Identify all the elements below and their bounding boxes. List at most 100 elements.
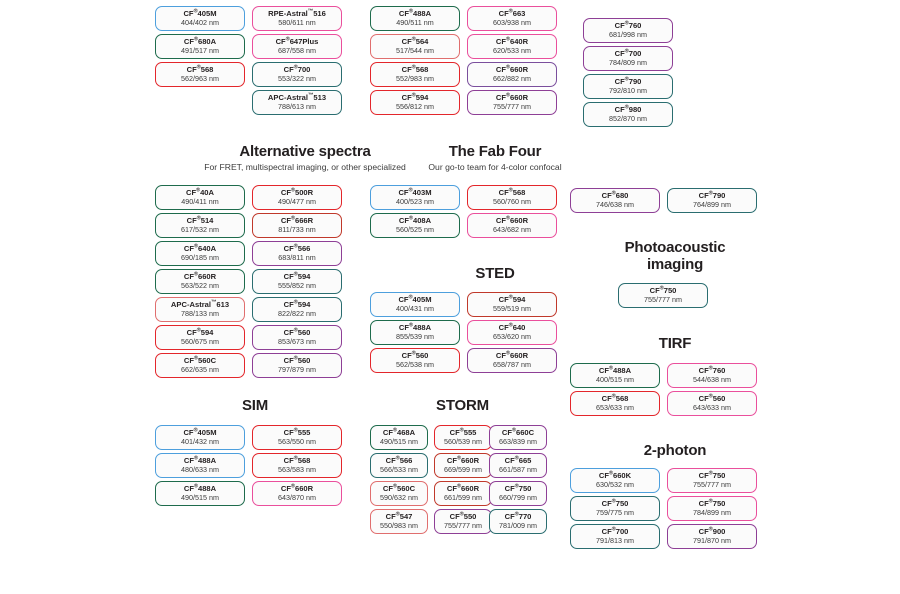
dye-name: CF®403M <box>398 187 432 197</box>
dye-spectra: 662/635 nm <box>181 365 219 375</box>
dye-spectra: 555/852 nm <box>278 281 316 291</box>
dye-spectra: 559/519 nm <box>493 304 531 314</box>
dye-name: CF®568 <box>401 64 429 74</box>
dye-spectra: 550/983 nm <box>380 521 418 531</box>
dye-spectra: 562/963 nm <box>181 74 219 84</box>
dye-spectra: 563/583 nm <box>278 465 316 475</box>
dye-spectra: 560/760 nm <box>493 197 531 207</box>
dye-spectra: 556/812 nm <box>396 102 434 112</box>
dye-name: CF®750 <box>649 285 677 295</box>
dye-name: CF®488A <box>398 322 432 332</box>
dye-name: CF®750 <box>601 498 629 508</box>
dye-name: CF®594 <box>186 327 214 337</box>
dye-name: CF®760 <box>614 20 642 30</box>
dye-spectra: 400/523 nm <box>396 197 434 207</box>
dye-name: CF®666R <box>280 215 314 225</box>
dye-name: CF®560 <box>698 393 726 403</box>
dye-name: CF®488A <box>183 483 217 493</box>
dye-spectra: 755/777 nm <box>693 480 731 490</box>
dye-spectra: 552/983 nm <box>396 74 434 84</box>
dye-spectra: 404/402 nm <box>181 18 219 28</box>
dye-spectra: 544/638 nm <box>693 375 731 385</box>
dye-name: CF®555 <box>449 427 477 437</box>
dye-name: CF®660R <box>280 483 314 493</box>
dye-name: CF®514 <box>186 215 214 225</box>
